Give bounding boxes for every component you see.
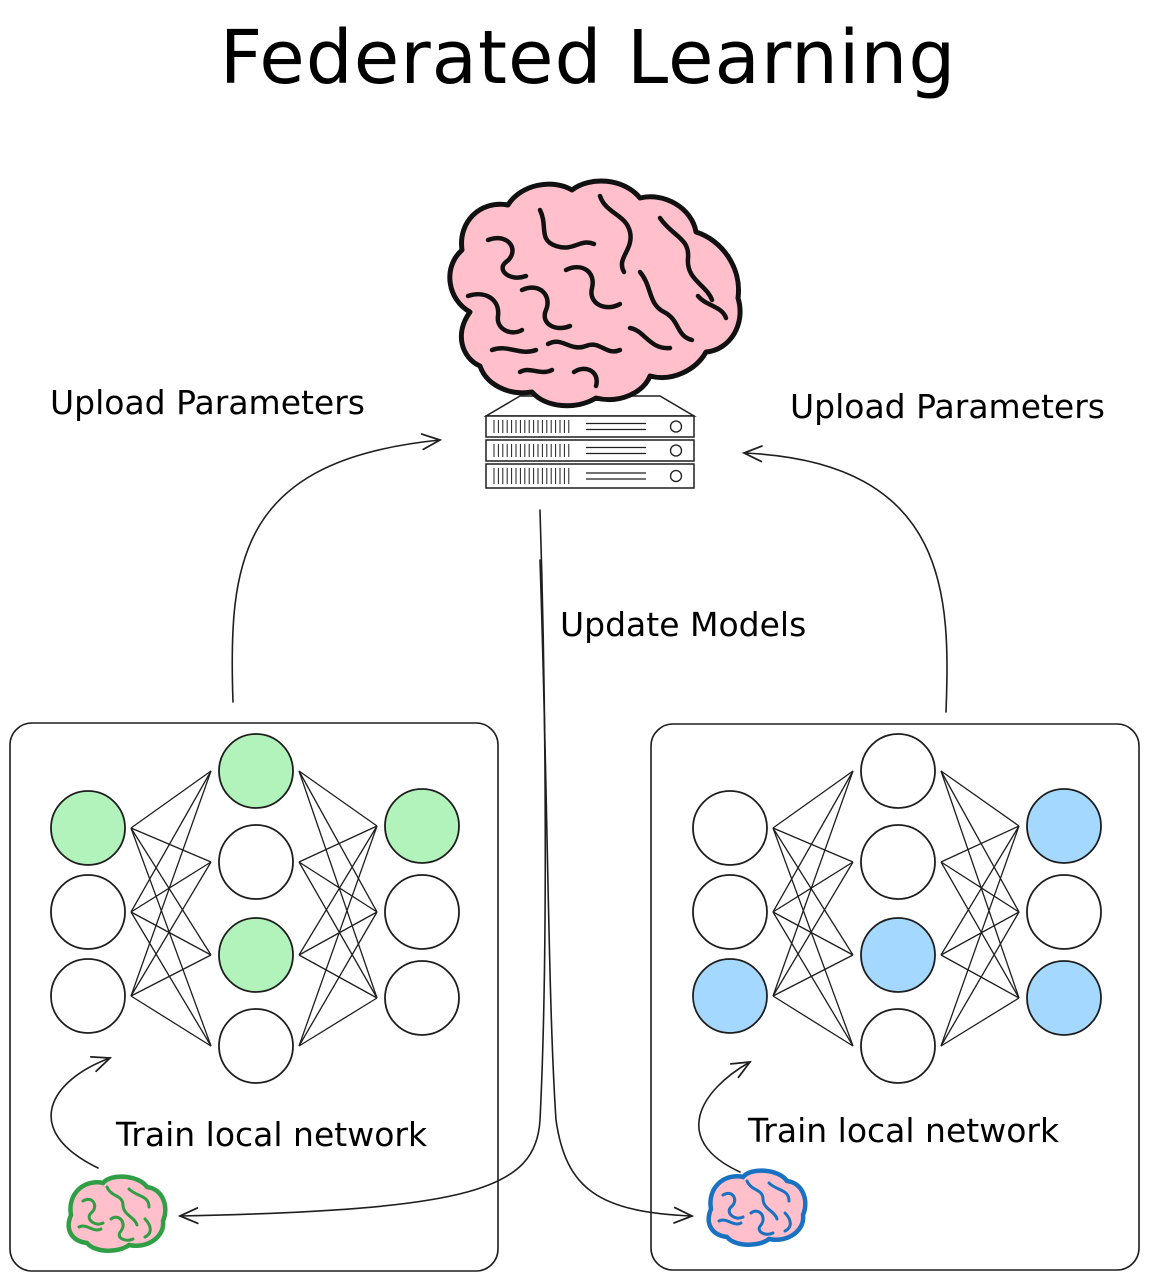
network-edge <box>130 911 212 956</box>
network-edge <box>772 827 854 863</box>
network-edge <box>130 770 212 913</box>
network-edge <box>772 770 854 829</box>
network-edge <box>298 770 378 999</box>
network-edge <box>772 827 854 1047</box>
network-edge <box>772 911 854 956</box>
network-edge <box>298 861 378 913</box>
neuron-active <box>1026 788 1102 864</box>
network-edge <box>772 770 854 913</box>
neuron-active <box>50 790 126 866</box>
neuron-active <box>218 733 294 809</box>
network-edge <box>940 770 1020 827</box>
network-edge <box>940 825 1020 863</box>
brain-icon <box>447 178 743 409</box>
network-edge <box>772 827 854 956</box>
neuron-active <box>218 917 294 993</box>
neuron <box>50 874 126 950</box>
network-edge <box>940 825 1020 956</box>
network-edge <box>298 825 378 1047</box>
network-edge <box>772 995 854 1047</box>
neuron <box>860 824 936 900</box>
network-edge <box>130 827 212 863</box>
brain-icon <box>706 1168 808 1247</box>
network-edge <box>130 911 212 1047</box>
network-edge <box>772 770 854 997</box>
server-unit <box>485 439 695 462</box>
network-edge <box>130 861 212 913</box>
network-edges <box>130 770 378 1047</box>
network-edge <box>772 911 854 1047</box>
neuron-active <box>860 917 936 993</box>
train-arrow-right <box>698 1060 752 1173</box>
network-edge <box>772 861 854 913</box>
train-label-right: Train local network <box>747 1111 1060 1150</box>
network-edge <box>298 954 378 999</box>
network-edge <box>130 770 212 829</box>
network-edge <box>940 954 1020 999</box>
server-unit <box>485 463 695 489</box>
brain-icon <box>66 1174 168 1253</box>
network-edge <box>130 827 212 956</box>
network-edge <box>940 861 1020 999</box>
neuron <box>860 1008 936 1084</box>
network-edge <box>298 997 378 1047</box>
neuron-active <box>1026 960 1102 1036</box>
neuron <box>860 733 936 809</box>
network-edge <box>940 997 1020 1047</box>
train-arrow-left <box>50 1055 113 1169</box>
network-edge <box>940 911 1020 956</box>
client-right: Train local network <box>650 723 1140 1271</box>
network-edge <box>298 770 378 913</box>
client-left: Train local network <box>9 722 499 1272</box>
network-edges <box>772 770 1020 1047</box>
network-edge <box>130 827 212 1047</box>
neuron <box>692 790 768 866</box>
update-label: Update Models <box>560 605 806 644</box>
neuron <box>218 824 294 900</box>
upload-label-left: Upload Parameters <box>50 383 365 422</box>
neuron <box>50 958 126 1034</box>
upload-arrow-left <box>231 433 443 703</box>
upload-arrow-right <box>741 445 948 713</box>
network-edge <box>940 861 1020 913</box>
network-edge <box>298 911 378 956</box>
network-edge <box>772 861 854 997</box>
update-arrow-right <box>539 559 695 1224</box>
neuron <box>384 874 460 950</box>
network-edge <box>298 911 378 1047</box>
server-icon <box>483 395 697 489</box>
network-edge <box>130 954 212 997</box>
network-edge <box>298 770 378 827</box>
neuron-active <box>384 788 460 864</box>
network-edge <box>130 770 212 997</box>
neuron-active <box>692 958 768 1034</box>
client-box-left <box>9 722 499 1272</box>
network-edge <box>298 825 378 863</box>
neural-network-right <box>692 733 1102 1084</box>
page-title: Federated Learning <box>220 15 957 101</box>
network-edge <box>940 825 1020 1047</box>
server-unit <box>485 415 695 438</box>
train-label-left: Train local network <box>115 1115 428 1154</box>
network-edge <box>940 770 1020 913</box>
neural-network-left <box>50 733 460 1084</box>
client-box-right <box>650 723 1140 1271</box>
neuron <box>1026 874 1102 950</box>
network-edge <box>772 954 854 997</box>
network-edge <box>298 861 378 999</box>
network-edge <box>130 995 212 1047</box>
upload-label-right: Upload Parameters <box>790 387 1105 426</box>
neuron <box>218 1008 294 1084</box>
network-edge <box>130 861 212 997</box>
network-edge <box>298 825 378 956</box>
network-edge <box>940 911 1020 1047</box>
neuron <box>384 960 460 1036</box>
network-edge <box>940 770 1020 999</box>
neuron <box>692 874 768 950</box>
